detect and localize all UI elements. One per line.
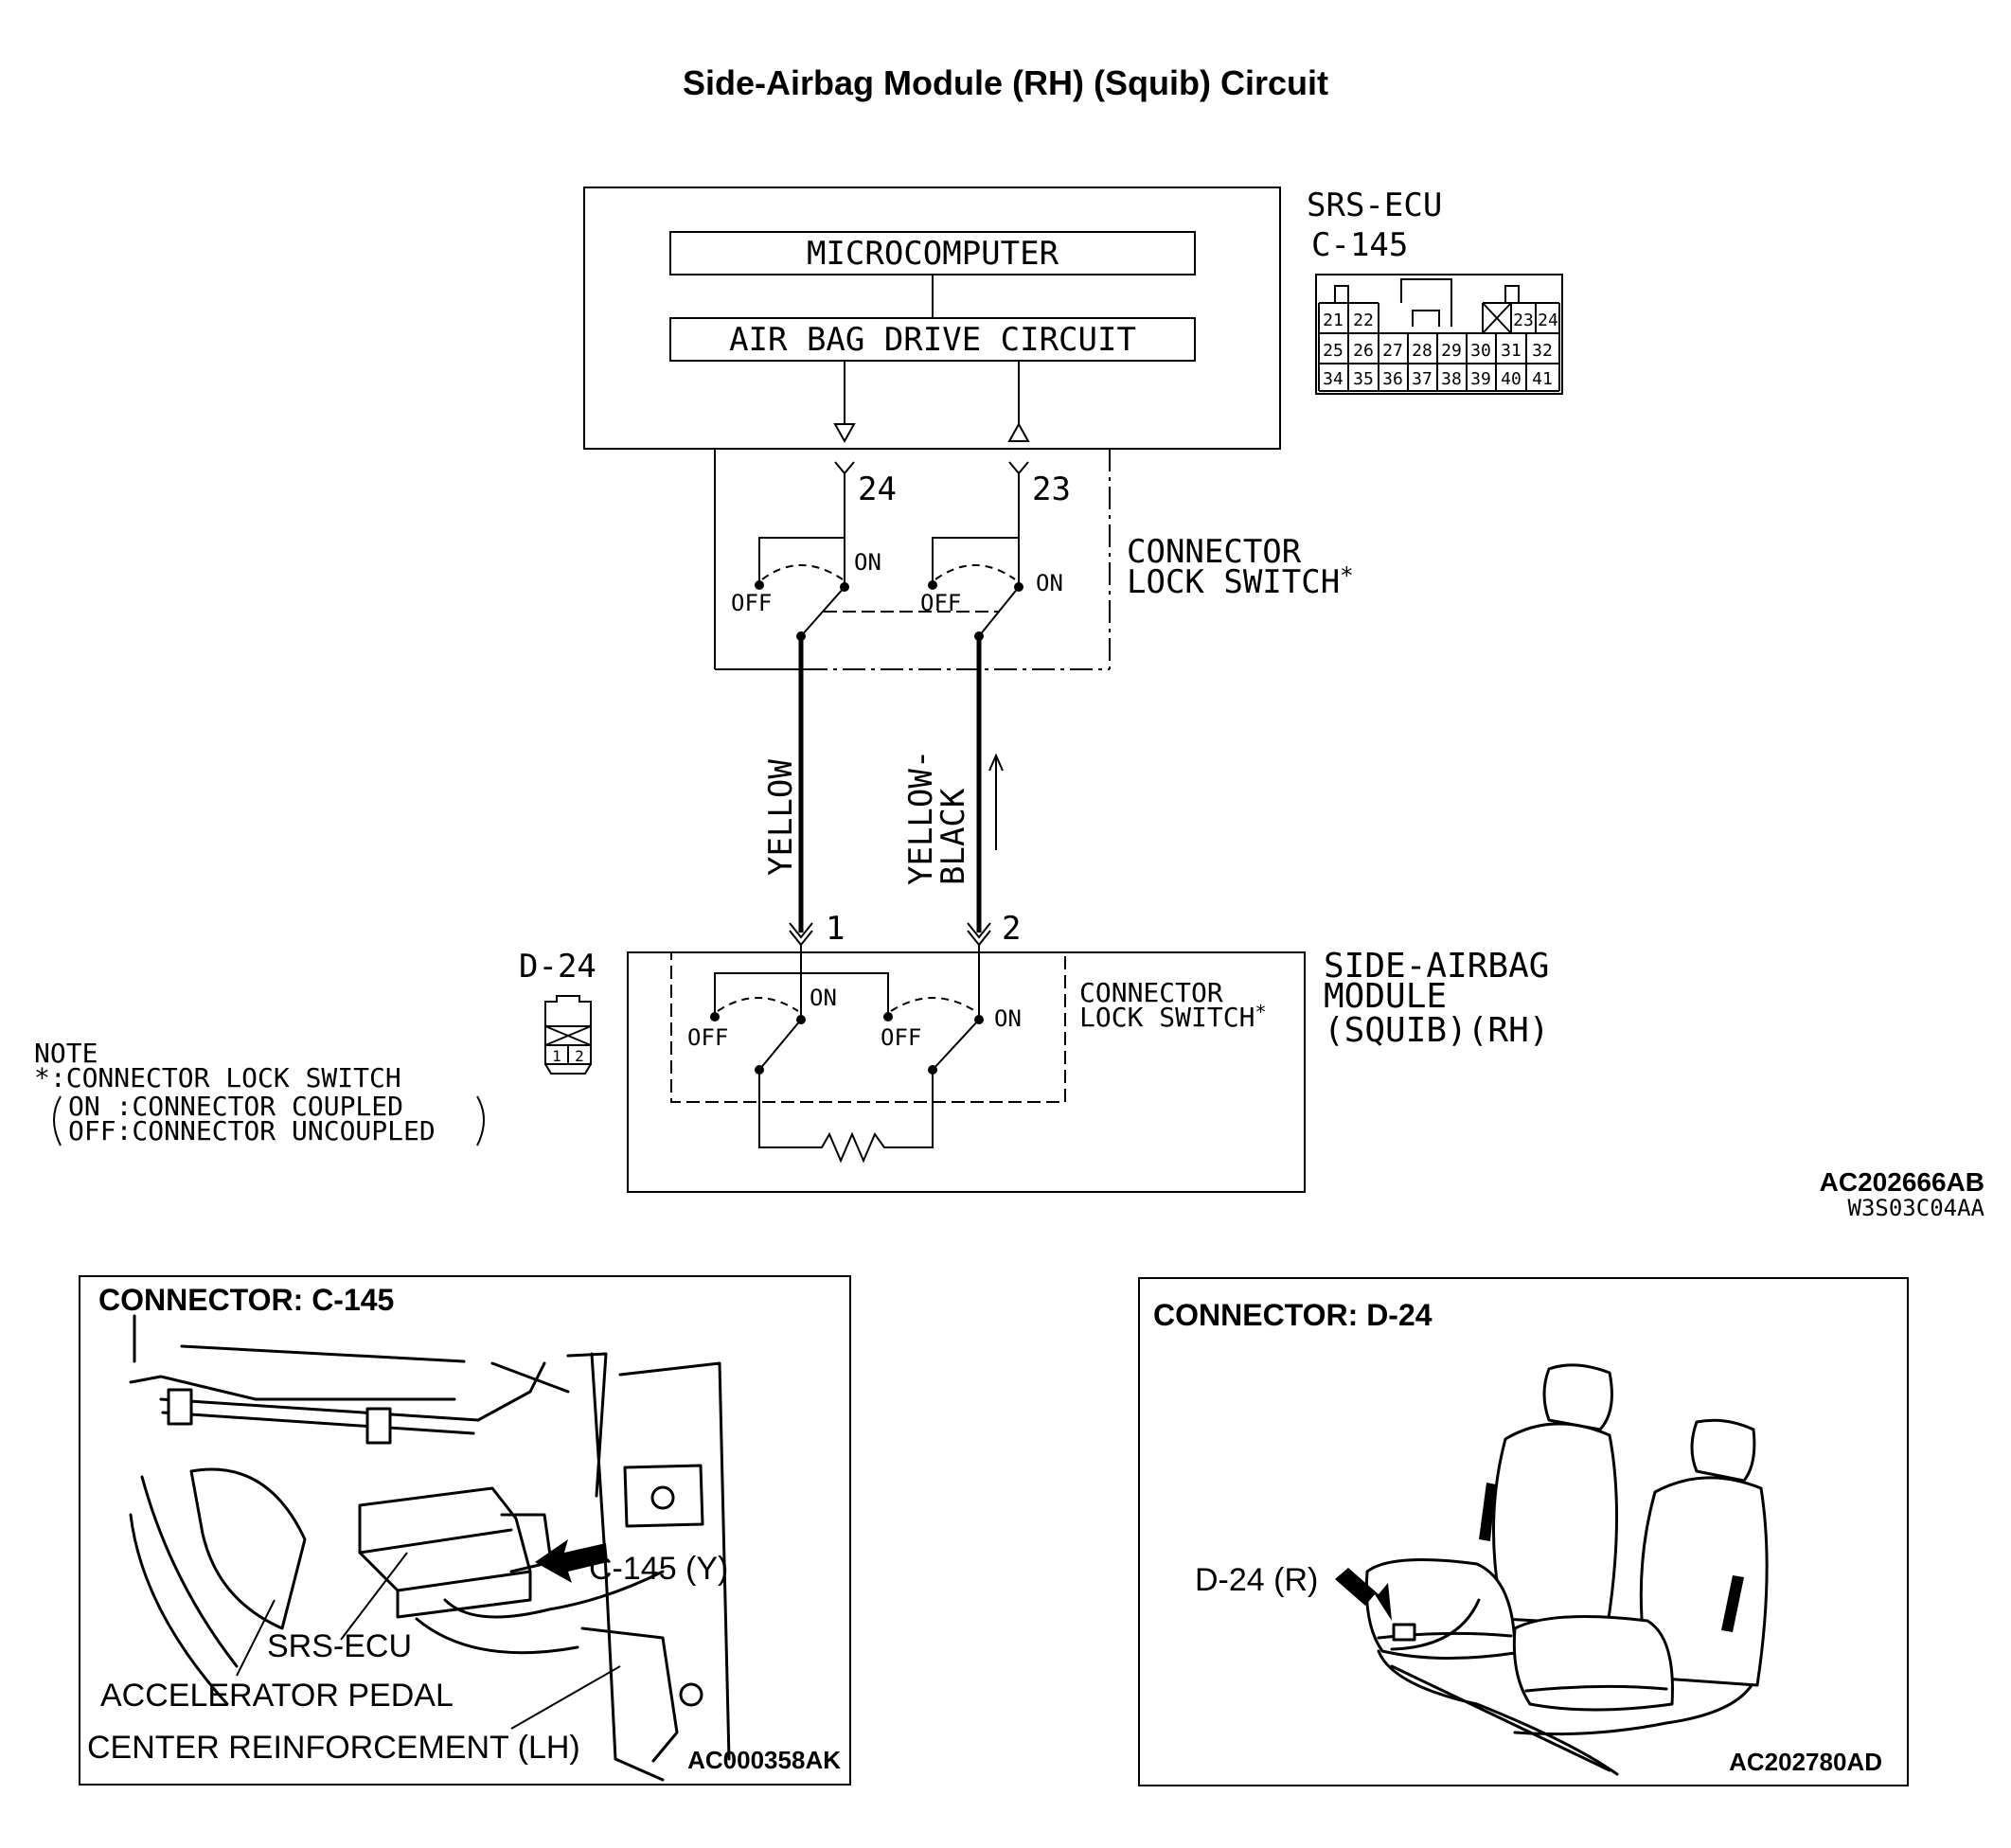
lock-switch-asterisk: * xyxy=(1340,562,1353,589)
d24-pin: 1 xyxy=(552,1047,561,1065)
c145-pin: 22 xyxy=(1353,311,1374,330)
srs-ecu-block: MICROCOMPUTER AIR BAG DRIVE CIRCUIT xyxy=(583,187,1281,450)
c145-pin: 36 xyxy=(1382,369,1403,389)
c145-pin: 38 xyxy=(1441,369,1462,389)
ecu-lock-switch: 24 23 ON OFF ON OFF xyxy=(714,449,1111,670)
c145-pin: 39 xyxy=(1470,369,1491,389)
lock-switch-off: OFF xyxy=(731,590,772,616)
d24-pin: 2 xyxy=(575,1047,584,1065)
page-title: Side-Airbag Module (RH) (Squib) Circuit xyxy=(683,63,1328,102)
d24-connector-face: 1 2 xyxy=(544,995,592,1075)
wire-label-yellow: YELLOW xyxy=(762,759,800,876)
ecu-pin-24: 24 xyxy=(858,471,897,508)
diagram-code-primary: AC202666AB xyxy=(1820,1167,1984,1197)
module-switch-label-line2: LOCK SWITCH* xyxy=(1079,1001,1266,1033)
microcomputer-label: MICROCOMPUTER xyxy=(807,235,1059,273)
side-airbag-module-block: ON OFF ON OFF xyxy=(627,945,1306,1193)
callout-c145: C-145 (Y) xyxy=(589,1551,728,1587)
module-switch-label-text: LOCK SWITCH xyxy=(1079,1002,1255,1033)
c145-pin: 40 xyxy=(1501,369,1522,389)
c145-connector-face: 21 22 23 24 25 26 27 28 29 30 31 32 33 3… xyxy=(1315,274,1563,395)
module-switch-asterisk: * xyxy=(1255,1001,1266,1023)
lock-switch-label-text: LOCK SWITCH xyxy=(1127,563,1340,601)
drive-circuit-label: AIR BAG DRIVE CIRCUIT xyxy=(729,321,1136,359)
ecu-name-label: SRS-ECU xyxy=(1307,187,1442,224)
callout-accelerator-pedal: ACCELERATOR PEDAL xyxy=(100,1678,454,1714)
module-pin-1: 1 xyxy=(826,910,845,948)
c145-pin: 32 xyxy=(1532,341,1553,361)
callout-center-reinforcement: CENTER REINFORCEMENT (LH) xyxy=(87,1730,580,1766)
c145-pin: 31 xyxy=(1501,341,1522,361)
c145-pin: 25 xyxy=(1323,341,1344,361)
module-name-line1: SIDE-AIRBAG xyxy=(1324,947,1549,986)
callout-d24: D-24 (R) xyxy=(1195,1562,1318,1598)
c145-pin: 34 xyxy=(1323,369,1344,389)
module-switch-on: ON xyxy=(810,985,837,1011)
seats-illustration xyxy=(1335,1363,1769,1776)
c145-pin: 29 xyxy=(1441,341,1462,361)
lock-switch-label-line2: LOCK SWITCH* xyxy=(1127,562,1354,601)
module-pin-2: 2 xyxy=(1002,910,1021,948)
panel-right-code: AC202780AD xyxy=(1729,1748,1882,1776)
c145-pin: 30 xyxy=(1470,341,1491,361)
ecu-pin-23: 23 xyxy=(1032,471,1071,508)
c145-pin: 21 xyxy=(1323,311,1344,330)
lock-switch-label-line1: CONNECTOR xyxy=(1127,533,1302,571)
lock-switch-on: ON xyxy=(1036,570,1063,596)
note-line-1: *:CONNECTOR LOCK SWITCH xyxy=(34,1062,401,1093)
panel-left-heading: CONNECTOR: C-145 xyxy=(98,1283,394,1317)
panel-right-heading: CONNECTOR: D-24 xyxy=(1153,1298,1433,1332)
callout-srs-ecu: SRS-ECU xyxy=(267,1628,412,1664)
c145-pin: 37 xyxy=(1412,369,1433,389)
connector-d24-panel: CONNECTOR: D-24 xyxy=(1138,1277,1909,1786)
lock-switch-on: ON xyxy=(854,549,881,576)
module-switch-off: OFF xyxy=(881,1024,921,1051)
note-block: NOTE *:CONNECTOR LOCK SWITCH ON :CONNECT… xyxy=(34,1038,485,1146)
diagram-code-secondary: W3S03C04AA xyxy=(1848,1195,1985,1221)
note-line-2: ON :CONNECTOR COUPLED xyxy=(68,1091,403,1122)
c145-pin: 23 xyxy=(1513,311,1534,330)
module-switch-label-line1: CONNECTOR xyxy=(1079,977,1223,1008)
module-connector-label: D-24 xyxy=(519,948,596,986)
panel-left-code: AC000358AK xyxy=(687,1746,841,1774)
note-heading: NOTE xyxy=(34,1038,98,1069)
dashboard-illustration xyxy=(129,1314,731,1782)
c145-pin: 41 xyxy=(1532,369,1553,389)
module-switch-off: OFF xyxy=(687,1024,728,1051)
connector-c145-panel: CONNECTOR: C-145 xyxy=(79,1275,851,1786)
c145-pin: 27 xyxy=(1382,341,1403,361)
c145-pin: 26 xyxy=(1353,341,1374,361)
c145-pin: 24 xyxy=(1538,311,1558,330)
module-name-line3: (SQUIB)(RH) xyxy=(1324,1011,1549,1050)
module-switch-on: ON xyxy=(994,1005,1022,1032)
wire-label-yellow-black-1: YELLOW- xyxy=(902,750,940,885)
note-line-3: OFF:CONNECTOR UNCOUPLED xyxy=(68,1115,436,1146)
ecu-connector-label: C-145 xyxy=(1311,226,1408,264)
harness-wires xyxy=(789,636,1004,947)
wire-label-yellow-black-2: BLACK xyxy=(934,788,972,885)
c145-pin: 28 xyxy=(1412,341,1433,361)
c145-pin: 35 xyxy=(1353,369,1374,389)
module-name-line2: MODULE xyxy=(1324,977,1447,1016)
